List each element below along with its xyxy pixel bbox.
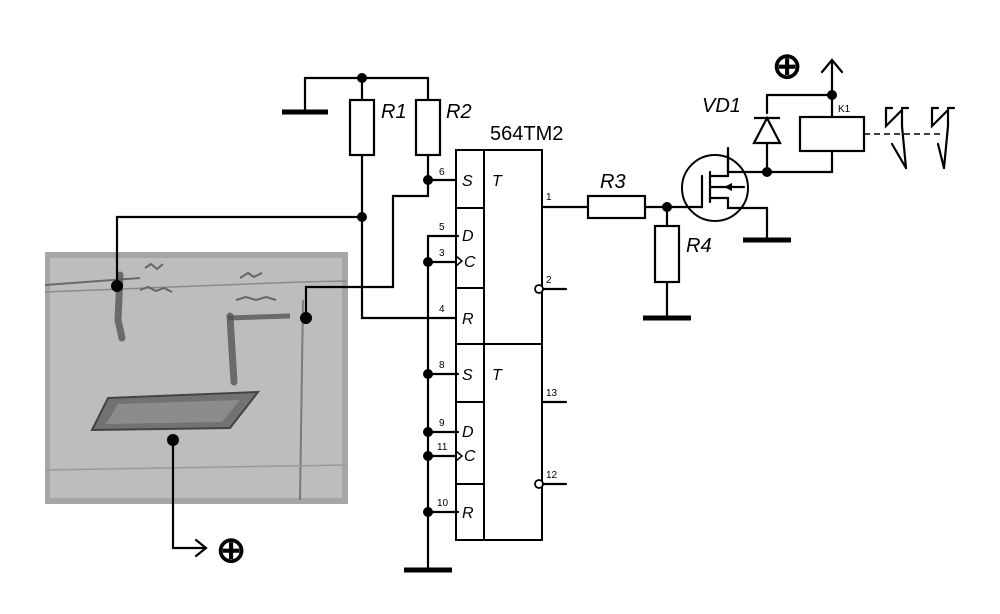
lower-s-label: S	[462, 367, 473, 384]
pin-2: 2	[546, 275, 552, 286]
pin-11: 11	[437, 442, 448, 453]
labels: 564TM2 R1 R2 R3 R4 VD1 K1 ⊕ ⊕ S T D C R …	[216, 45, 851, 570]
pin-13: 13	[546, 388, 558, 399]
r1-label: R1	[381, 101, 407, 123]
upper-t-label: T	[492, 173, 503, 190]
chip-564tm2	[455, 149, 544, 541]
resistor-network	[282, 76, 460, 320]
pin-1: 1	[546, 192, 552, 203]
plus-top-icon: ⊕	[772, 45, 802, 86]
pin-12: 12	[546, 470, 558, 481]
plus-bottom-icon: ⊕	[216, 529, 246, 570]
sensor-photo	[44, 252, 348, 504]
pin-6: 6	[439, 167, 445, 178]
r2-label: R2	[446, 101, 472, 123]
vd1-label: VD1	[702, 95, 741, 117]
pin-5: 5	[439, 222, 445, 233]
pin-4: 4	[439, 304, 445, 315]
r4-label: R4	[686, 235, 712, 257]
chip-part-number: 564TM2	[490, 123, 563, 145]
pin-8: 8	[439, 360, 445, 371]
lower-d-label: D	[462, 424, 474, 441]
r3-label: R3	[600, 171, 626, 193]
upper-d-label: D	[462, 228, 474, 245]
junction-dots	[111, 73, 837, 517]
k1-label: K1	[838, 104, 851, 115]
lower-r-label: R	[462, 505, 474, 522]
upper-s-label: S	[462, 173, 473, 190]
pin-9: 9	[439, 418, 445, 429]
upper-r-label: R	[462, 311, 474, 328]
lower-c-label: C	[464, 448, 476, 465]
pin-10: 10	[437, 498, 449, 509]
lower-t-label: T	[492, 367, 503, 384]
upper-c-label: C	[464, 254, 476, 271]
wiring-photo-links	[115, 178, 430, 558]
relay-stage	[726, 58, 956, 174]
pin-3: 3	[439, 248, 445, 259]
